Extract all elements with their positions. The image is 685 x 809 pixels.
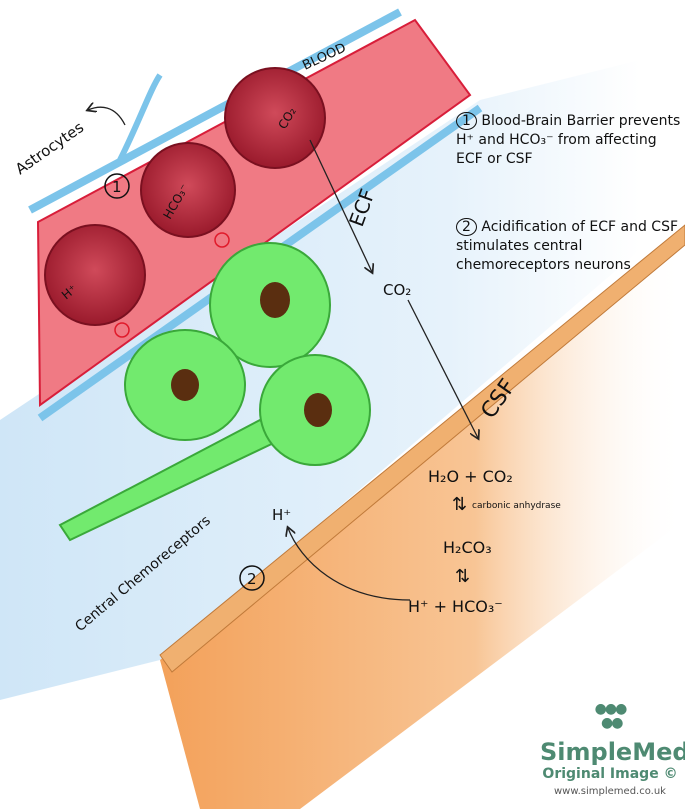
logo-brand: SimpleMed [540, 738, 685, 766]
marker-1: 1 [112, 178, 122, 196]
nucleus [304, 393, 332, 427]
red-blood-cell-co2 [224, 67, 326, 169]
equilibrium-arrows: ⇅ [455, 566, 470, 587]
vessel-wall-top [28, 8, 402, 214]
ependymal-lining [159, 224, 685, 673]
nucleus [260, 282, 290, 318]
note-1-number: 1 [456, 112, 477, 130]
astrocyte-process [117, 73, 163, 162]
marker-2-circle [239, 565, 265, 591]
molecule-icon: ●●● ●● [594, 701, 628, 731]
h-stimulation-arrow [288, 528, 411, 601]
red-blood-cell-h [44, 224, 146, 326]
red-blood-cell-hco3 [140, 142, 236, 238]
astrocyte-pointer-arrow [88, 107, 126, 126]
note-1: 1 Blood-Brain Barrier prevents H⁺ and HC… [456, 112, 681, 169]
reaction-step-1: H₂O + CO₂ [428, 467, 513, 486]
nucleus [171, 369, 199, 401]
note-1-text: Blood-Brain Barrier prevents H⁺ and HCO₃… [456, 113, 681, 167]
simplemed-logo: ●●● ●● SimpleMed Original Image © www.si… [540, 701, 685, 798]
reaction-step-3: H⁺ + HCO₃⁻ [408, 597, 503, 616]
blocked-icon [114, 322, 130, 338]
logo-url: www.simplemed.co.uk [554, 786, 666, 797]
note-2-number: 2 [456, 218, 477, 236]
marker-1-circle [104, 173, 130, 199]
marker-2: 2 [247, 570, 257, 588]
co2-diffusion-arrow [407, 299, 478, 438]
reaction-step-2: H₂CO₃ [443, 538, 492, 557]
equilibrium-arrows: ⇅ [452, 494, 467, 515]
blocked-icon [214, 232, 230, 248]
csf-region [160, 230, 685, 809]
co2-diffusion-arrow [309, 139, 372, 272]
note-2-text: Acidification of ECF and CSF stimulates … [456, 219, 679, 273]
co2-ecf-label: CO₂ [383, 281, 411, 299]
note-2: 2 Acidification of ECF and CSF stimulate… [456, 218, 681, 275]
h-ecf-label: H⁺ [272, 506, 291, 524]
astrocytes-label: Astrocytes [12, 118, 87, 178]
enzyme-label: carbonic anhydrase [472, 501, 561, 511]
logo-subtitle: Original Image © [542, 766, 678, 782]
chemoreceptor-neurons [58, 242, 371, 542]
